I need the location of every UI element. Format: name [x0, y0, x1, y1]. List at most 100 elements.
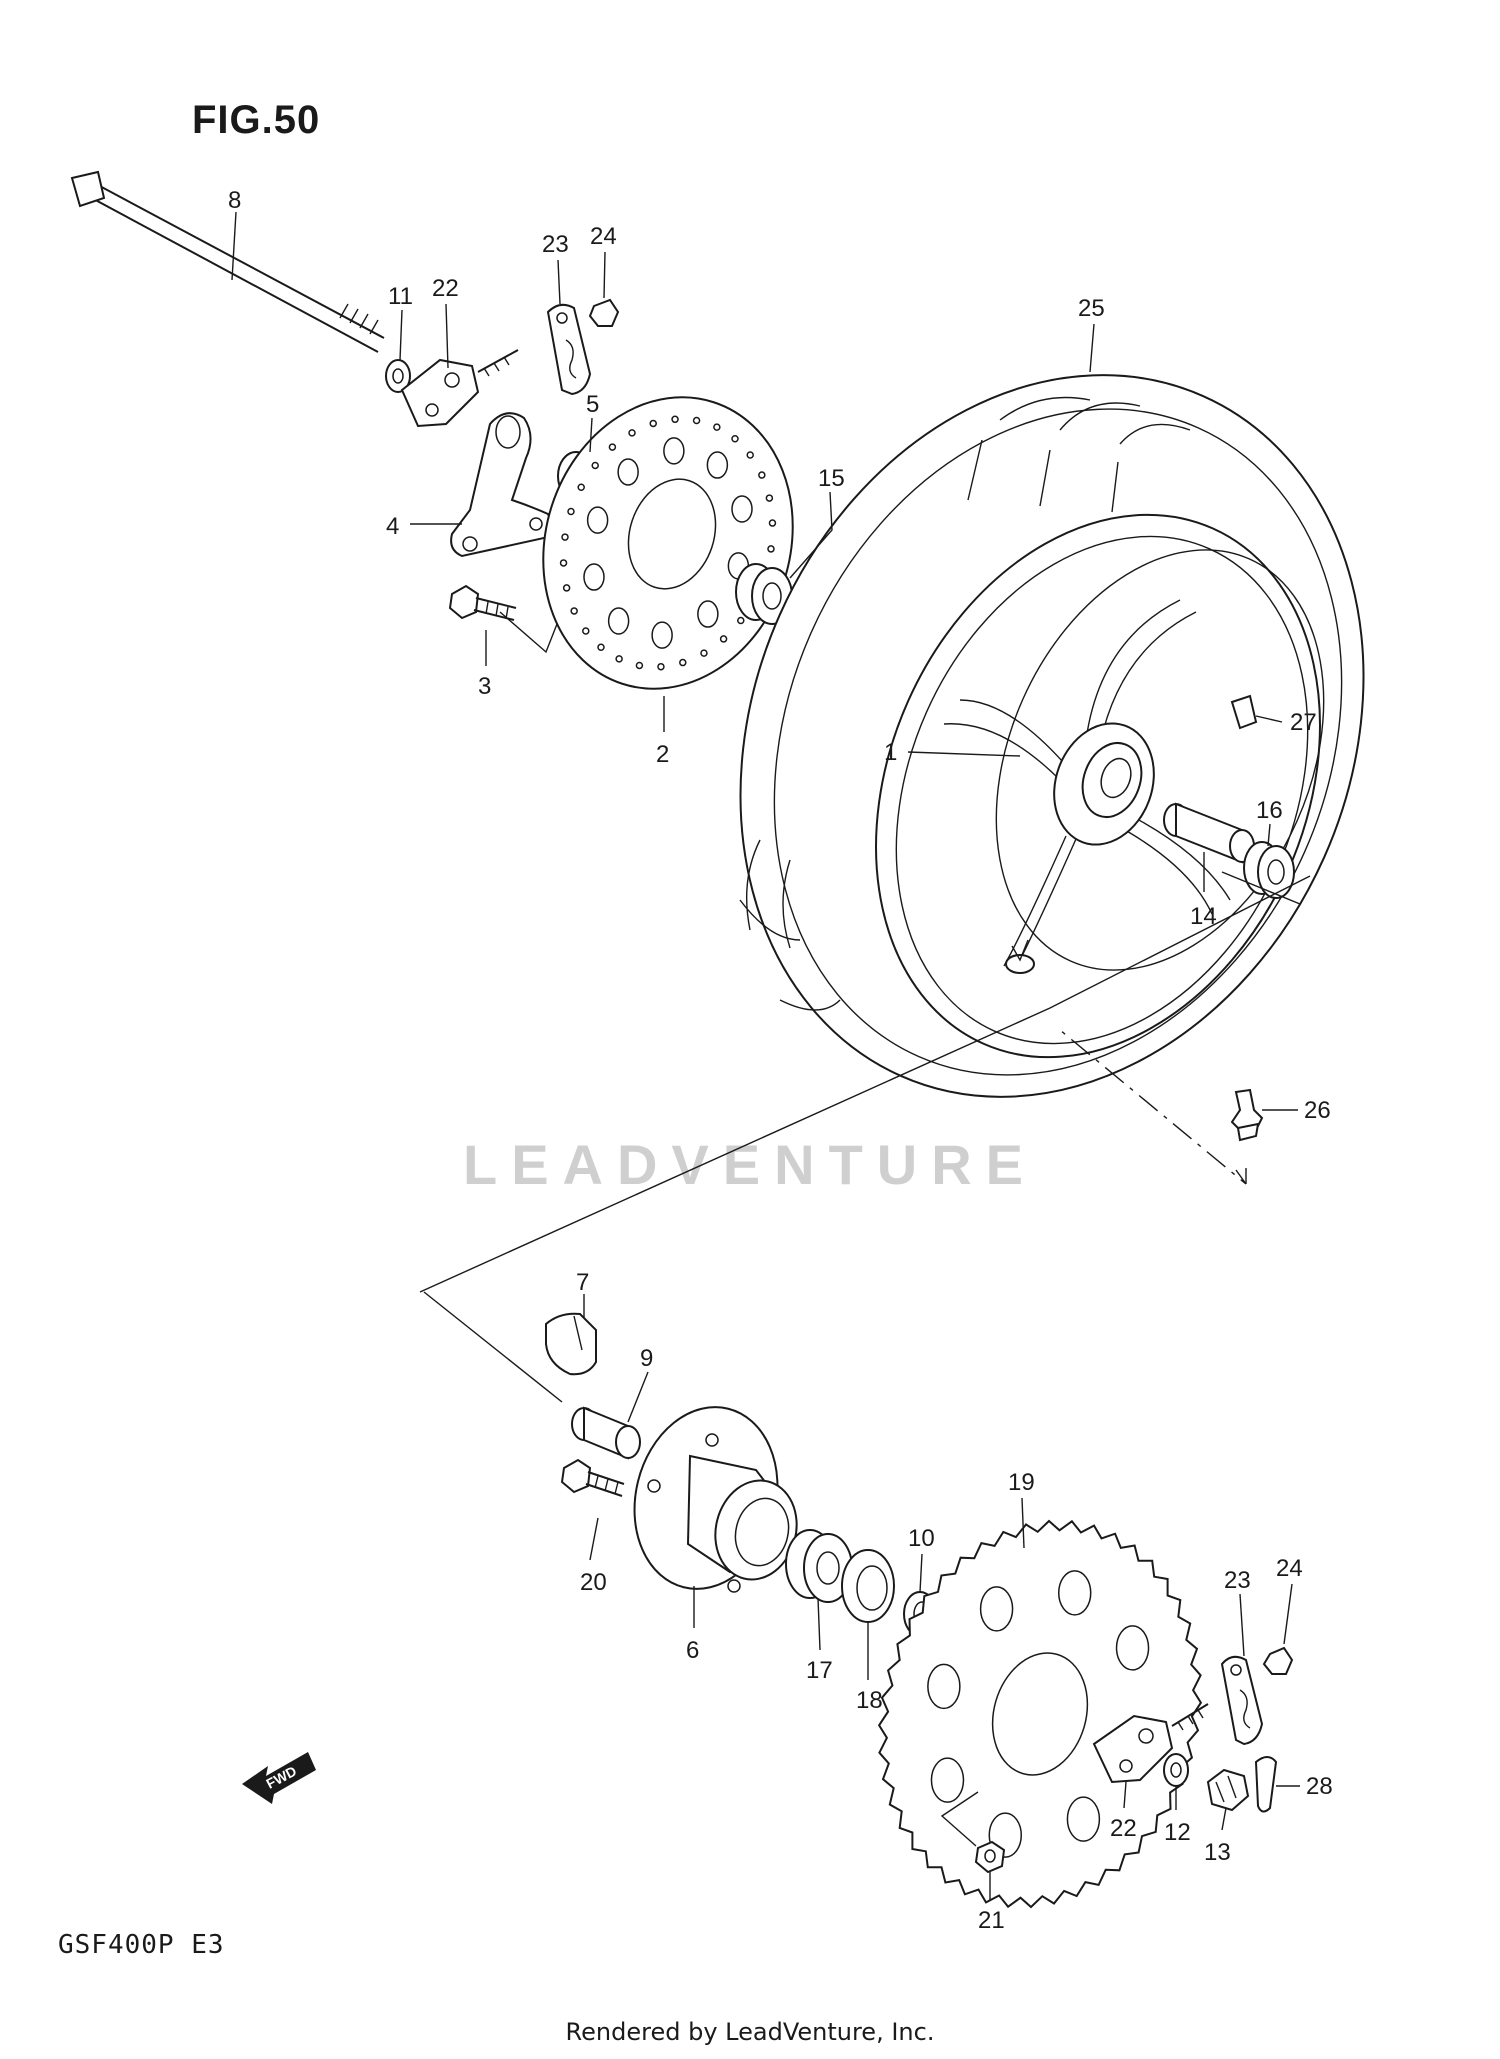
callout-22-bottom: 22 — [1110, 1815, 1137, 1842]
disc-vent-hole — [768, 519, 777, 527]
watermark: LEADVENTURE — [462, 1133, 1038, 1196]
callout-16: 16 — [1256, 797, 1283, 824]
rear-sprocket[interactable] — [877, 1519, 1203, 1909]
disc-vent-hole — [562, 584, 571, 592]
chain-adjuster-bottom[interactable] — [1092, 1703, 1209, 1784]
disc-vent-hole — [591, 461, 599, 470]
disc-vent-hole — [746, 451, 754, 459]
callout-21: 21 — [978, 1907, 1005, 1934]
fwd-arrow-icon: FWD — [242, 1752, 316, 1804]
disc-vent-hole — [597, 643, 605, 651]
nut-bottom[interactable] — [1262, 1646, 1294, 1675]
sprocket-hole — [1115, 1625, 1150, 1671]
washer-11[interactable] — [385, 359, 411, 393]
callout-13: 13 — [1204, 1839, 1231, 1866]
disc-vent-hole — [649, 419, 657, 428]
callout-20: 20 — [580, 1569, 607, 1596]
callout-24-top: 24 — [590, 223, 617, 250]
callout-3: 3 — [478, 673, 491, 700]
disc-vent-hole — [615, 655, 623, 663]
sprocket-nut[interactable] — [974, 1840, 1006, 1874]
oil-seal[interactable] — [841, 1549, 895, 1623]
hub-sleeve[interactable] — [571, 1406, 641, 1460]
sprocket-hole — [1066, 1796, 1101, 1842]
callout-28: 28 — [1306, 1773, 1333, 1800]
disc-vent-hole — [758, 471, 766, 479]
callout-18: 18 — [856, 1687, 883, 1714]
disc-hole — [583, 563, 605, 591]
brake-disc[interactable] — [506, 365, 830, 722]
disc-vent-hole — [561, 533, 569, 541]
sprocket-mount-bolt[interactable] — [560, 1458, 625, 1497]
figure-title: FIG.50 — [192, 98, 321, 142]
model-code: GSF400P E3 — [58, 1930, 225, 1960]
balancer-clip[interactable] — [1230, 694, 1258, 730]
callout-15: 15 — [818, 465, 845, 492]
callout-17: 17 — [806, 1657, 833, 1684]
washer-12[interactable] — [1163, 1753, 1189, 1787]
bearing-16[interactable] — [1243, 841, 1295, 899]
disc-vent-hole — [635, 661, 644, 670]
disc-vent-hole — [731, 435, 739, 443]
sprocket-drum[interactable] — [616, 1392, 807, 1604]
disc-hole — [731, 495, 753, 523]
disc-bolt[interactable] — [448, 584, 517, 621]
disc-vent-hole — [692, 416, 701, 425]
torque-link[interactable] — [450, 412, 553, 558]
callout-4: 4 — [386, 513, 399, 540]
callout-1: 1 — [884, 739, 897, 766]
disc-vent-hole — [700, 649, 708, 657]
callout-25: 25 — [1078, 295, 1105, 322]
callout-23-top: 23 — [542, 231, 569, 258]
disc-hole — [663, 437, 685, 465]
disc-vent-hole — [628, 429, 636, 437]
leader-lines — [231, 211, 1300, 1900]
disc-vent-hole — [657, 662, 665, 671]
hub-damper[interactable] — [545, 1312, 597, 1376]
disc-vent-hole — [767, 545, 775, 553]
callout-labels: 1 2 3 4 5 6 7 8 9 10 11 12 13 14 15 16 1… — [228, 187, 1333, 1934]
callout-12: 12 — [1164, 1819, 1191, 1846]
disc-vent-hole — [559, 559, 568, 567]
callout-8: 8 — [228, 187, 241, 214]
callout-19: 19 — [1008, 1469, 1035, 1496]
callout-9: 9 — [640, 1345, 653, 1372]
disc-vent-hole — [577, 483, 585, 492]
adjuster-plate-top[interactable] — [546, 303, 592, 396]
nut-top[interactable] — [588, 298, 620, 327]
wheel-rim[interactable] — [793, 444, 1402, 1128]
callout-27: 27 — [1290, 709, 1317, 736]
bearing-15[interactable] — [735, 563, 793, 625]
callout-24-bottom: 24 — [1276, 1555, 1303, 1582]
sprocket-hole — [979, 1586, 1014, 1632]
disc-vent-hole — [765, 494, 774, 502]
cotter-pin[interactable] — [1254, 1756, 1278, 1813]
sprocket-hole — [1057, 1570, 1092, 1616]
sprocket-hole — [927, 1663, 961, 1710]
callout-26: 26 — [1304, 1097, 1331, 1124]
disc-vent-hole — [567, 507, 575, 516]
chain-adjuster-top[interactable] — [400, 349, 519, 428]
disc-hole — [706, 451, 729, 479]
disc-hole — [697, 600, 719, 628]
sprocket-hole — [930, 1757, 965, 1803]
callout-7: 7 — [576, 1269, 589, 1296]
disc-vent-hole — [582, 627, 590, 635]
adjuster-plate-bottom[interactable] — [1220, 1655, 1264, 1746]
disc-vent-hole — [608, 443, 617, 451]
disc-vent-hole — [671, 415, 679, 424]
disc-hole — [607, 607, 630, 635]
tire-valve[interactable] — [1230, 1088, 1264, 1142]
disc-vent-hole — [737, 616, 745, 625]
disc-vent-hole — [570, 607, 578, 615]
callout-2: 2 — [656, 741, 669, 768]
disc-vent-hole — [679, 658, 687, 667]
axle-nut[interactable] — [1206, 1768, 1250, 1812]
disc-hole — [586, 506, 609, 534]
disc-vent-hole — [713, 423, 721, 431]
callout-14: 14 — [1190, 903, 1217, 930]
bearing-17[interactable] — [785, 1529, 853, 1603]
callout-11: 11 — [388, 283, 413, 310]
callout-23-bottom: 23 — [1224, 1567, 1251, 1594]
render-credit: Rendered by LeadVenture, Inc. — [565, 2018, 935, 2046]
